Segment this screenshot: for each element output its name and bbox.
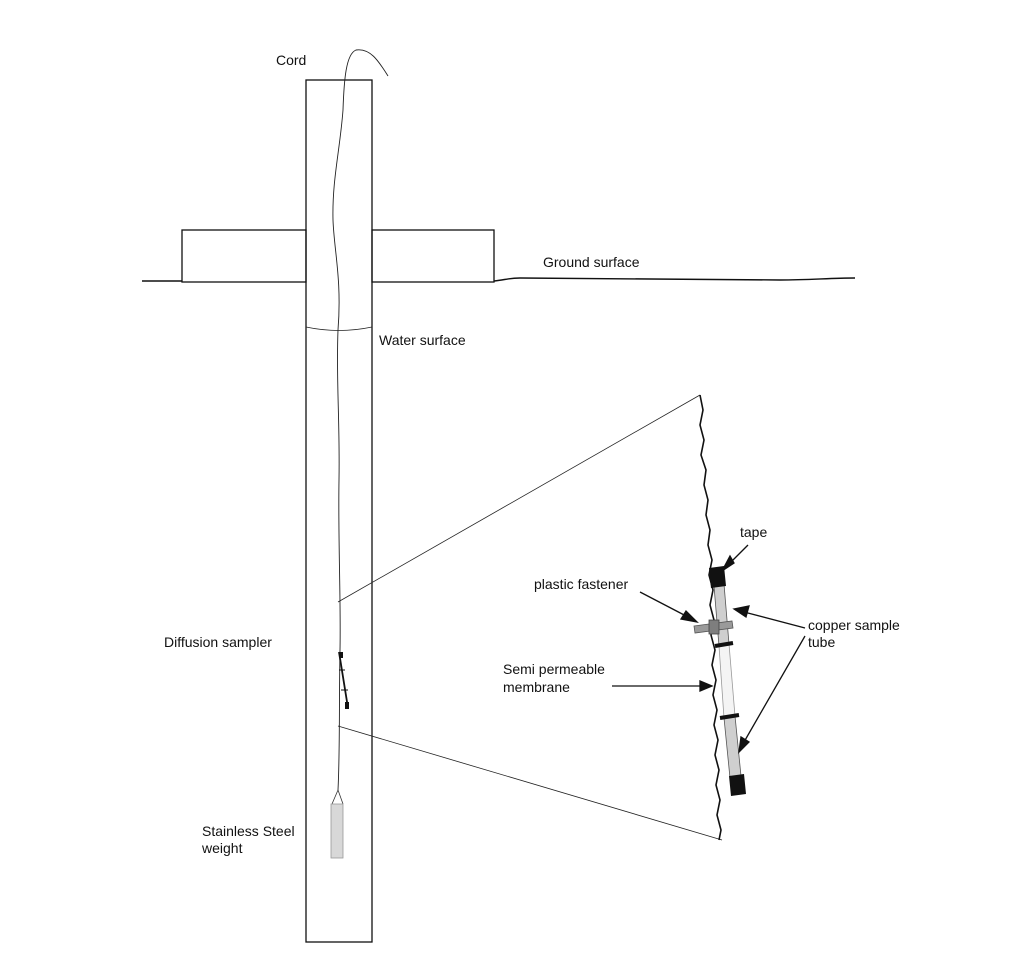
plastic-fastener-label: plastic fastener — [534, 576, 628, 592]
stainless-steel-label-line2: weight — [201, 840, 243, 856]
arrow-head-tape — [721, 554, 735, 572]
band-upper — [714, 641, 734, 648]
concrete-pad-left — [181, 229, 307, 283]
arrow-head-copper-upper — [732, 605, 750, 619]
copper-tube-lower — [723, 715, 742, 779]
zoom-line-top — [337, 394, 701, 603]
water-surface-label: Water surface — [379, 332, 466, 348]
arrow-head-membrane — [699, 680, 714, 692]
cord-line — [332, 49, 389, 791]
membrane-label-line2: membrane — [503, 679, 570, 695]
cord-label: Cord — [276, 52, 306, 68]
well-casing — [305, 79, 373, 943]
stainless-steel-label-line1: Stainless Steel — [202, 823, 295, 839]
arrow-head-copper-lower — [738, 735, 751, 754]
water-surface-line — [305, 326, 373, 331]
arrows — [612, 544, 806, 754]
band-lower — [719, 713, 740, 720]
diffusion-sampler-small — [338, 651, 349, 709]
tape-label: tape — [740, 524, 767, 540]
ground-surface-line — [142, 277, 856, 282]
membrane-label-line1: Semi permeable — [503, 661, 605, 677]
tape-top — [709, 566, 726, 588]
arrow-head-fastener — [679, 609, 699, 624]
copper-sample-tube-label-line1: copper sample — [808, 617, 900, 633]
stainless-steel-weight — [330, 789, 344, 859]
concrete-pad-right — [371, 229, 495, 283]
copper-tube-upper — [713, 583, 730, 647]
tape-bottom — [729, 774, 746, 796]
semi-permeable-membrane — [718, 643, 736, 719]
zoom-line-bottom — [337, 725, 723, 841]
copper-sample-tube-label-line2: tube — [808, 634, 835, 650]
fastener-clip — [708, 619, 720, 635]
diffusion-sampler-label: Diffusion sampler — [164, 634, 272, 650]
detail-sampler — [693, 566, 746, 796]
ground-surface-label: Ground surface — [543, 254, 640, 270]
